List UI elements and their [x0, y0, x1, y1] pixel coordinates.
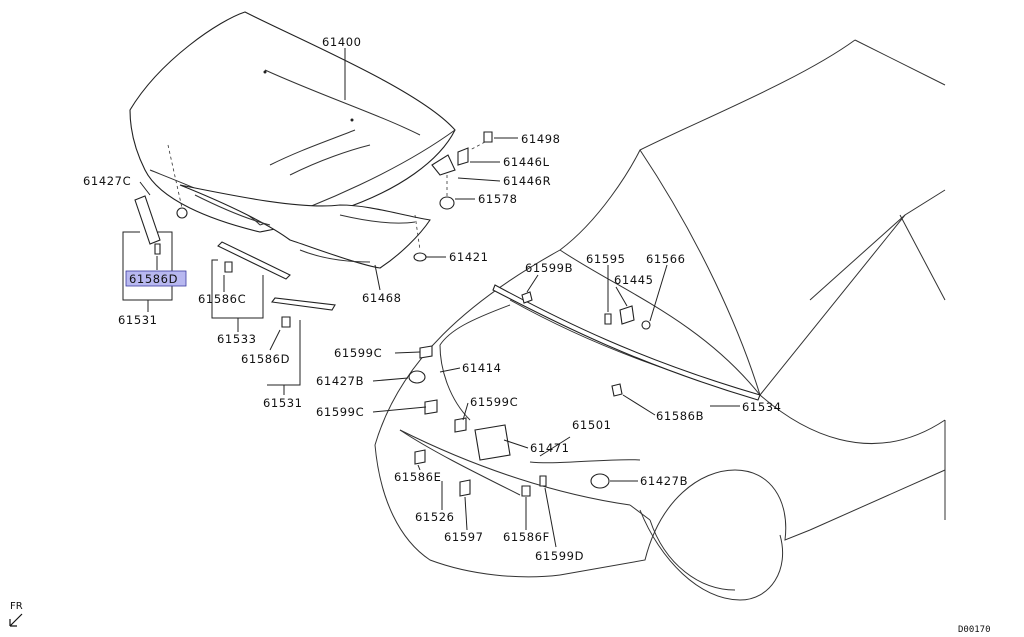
bracket-61445-icon — [619, 305, 635, 325]
label-61400[interactable]: 61400 — [322, 35, 362, 49]
bumper-61427C-icon — [176, 207, 188, 219]
label-61471[interactable]: 61471 — [530, 441, 570, 455]
bumper-61421-icon — [413, 252, 427, 262]
seal-strips — [134, 195, 761, 496]
label-61427B-2[interactable]: 61427B — [640, 474, 688, 488]
clip-61586D-icon — [154, 243, 161, 255]
seal-strip-61531-mid — [270, 297, 336, 311]
clip-61566-icon — [641, 320, 651, 330]
label-61501[interactable]: 61501 — [572, 418, 612, 432]
clip-61599C-3-icon — [454, 417, 467, 433]
label-61427C[interactable]: 61427C — [83, 174, 131, 188]
highlight-box-61586D — [125, 270, 187, 287]
diagram-ref-code: D00170 — [958, 625, 991, 635]
label-61531-left[interactable]: 61531 — [118, 313, 158, 327]
seal-strip-61531-left — [134, 195, 161, 245]
label-61595[interactable]: 61595 — [586, 252, 626, 266]
label-61534[interactable]: 61534 — [742, 400, 782, 414]
seal-strip-61534 — [492, 284, 761, 401]
clip-61586C-icon — [224, 261, 233, 273]
label-61578[interactable]: 61578 — [478, 192, 518, 206]
clip-61599B-icon — [521, 291, 533, 304]
label-61599C-2[interactable]: 61599C — [316, 405, 364, 419]
hood-assembly — [129, 11, 456, 269]
front-indicator: FR — [9, 601, 23, 627]
small-parts — [154, 131, 651, 497]
clip-61586B-icon — [611, 383, 623, 397]
label-61599B[interactable]: 61599B — [525, 261, 573, 275]
label-61468[interactable]: 61468 — [362, 291, 402, 305]
car-body-outline — [374, 39, 946, 601]
label-61586C[interactable]: 61586C — [198, 292, 246, 306]
label-61526[interactable]: 61526 — [415, 510, 455, 524]
label-61586F[interactable]: 61586F — [503, 530, 550, 544]
clip-61586E-icon — [414, 449, 426, 465]
stay-holder-61526-icon — [459, 479, 471, 497]
fr-label: FR — [10, 601, 23, 612]
clip-61586F-icon — [521, 485, 531, 497]
bumper-61578-icon — [439, 196, 455, 210]
label-61414[interactable]: 61414 — [462, 361, 502, 375]
hood-latch-61471-icon — [474, 424, 511, 461]
label-61599D[interactable]: 61599D — [535, 549, 584, 563]
label-61445[interactable]: 61445 — [614, 273, 654, 287]
bumper-61427B-2-icon — [590, 473, 610, 489]
bumper-61427B-1-icon — [408, 370, 426, 384]
label-61566[interactable]: 61566 — [646, 252, 686, 266]
clip-61599C-2-icon — [424, 399, 438, 415]
front-arrow-icon — [9, 613, 23, 627]
label-61599C-3[interactable]: 61599C — [470, 395, 518, 409]
clip-61595-icon — [604, 313, 612, 325]
part-labels: 61400 61498 61446L 61446R 61578 61427C 6… — [83, 35, 782, 563]
label-61531-mid[interactable]: 61531 — [263, 396, 303, 410]
support-rod — [399, 429, 521, 496]
label-61599C-1[interactable]: 61599C — [334, 346, 382, 360]
label-61586D-mid[interactable]: 61586D — [241, 352, 290, 366]
hinge-61446L-icon — [431, 154, 456, 176]
label-61586B[interactable]: 61586B — [656, 409, 704, 423]
label-61427B-1[interactable]: 61427B — [316, 374, 364, 388]
label-61446L[interactable]: 61446L — [503, 155, 550, 169]
clip-61586D-mid-icon — [281, 316, 291, 328]
label-61586E[interactable]: 61586E — [394, 470, 441, 484]
guide-lines — [167, 141, 486, 251]
label-61498[interactable]: 61498 — [521, 132, 561, 146]
label-61446R[interactable]: 61446R — [503, 174, 551, 188]
leader-lines — [122, 48, 740, 548]
release-cable-61501 — [529, 459, 641, 464]
seal-strip-61533 — [217, 241, 291, 280]
clip-61599C-1-icon — [419, 345, 433, 359]
hood-cable-61414 — [439, 304, 511, 346]
label-61421[interactable]: 61421 — [449, 250, 489, 264]
label-61586D-highlighted[interactable]: 61586D — [129, 272, 178, 286]
hinge-61446R-icon — [457, 147, 469, 166]
bolt-61498-icon — [483, 131, 493, 143]
label-61533[interactable]: 61533 — [217, 332, 257, 346]
label-61597[interactable]: 61597 — [444, 530, 484, 544]
clip-61599D-icon — [539, 475, 547, 487]
